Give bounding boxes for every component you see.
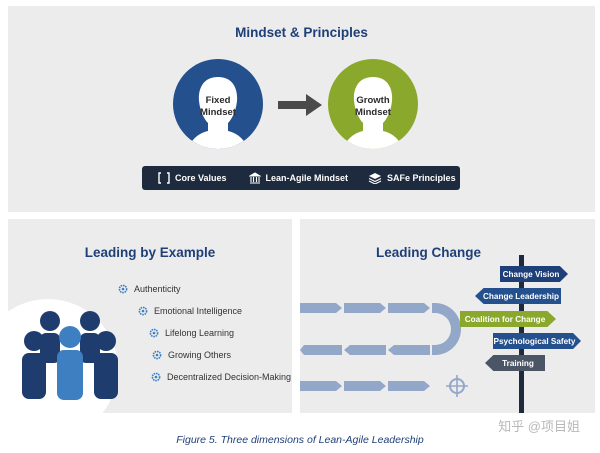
- gear-icon: [149, 328, 159, 338]
- figure-caption: Figure 5. Three dimensions of Lean-Agile…: [176, 434, 424, 446]
- target-marker-icon: [446, 375, 468, 397]
- core-item-mindset: Lean-Agile Mindset: [248, 172, 349, 184]
- stack-icon: [368, 173, 382, 184]
- gear-icon: [152, 350, 162, 360]
- item-label: Lifelong Learning: [165, 328, 235, 338]
- mindset-title: Mindset & Principles: [235, 25, 368, 40]
- fixed-label-line2: Mindset: [200, 107, 236, 118]
- sign-coalition-for-change: Coalition for Change: [460, 311, 556, 327]
- team-people-icon: [8, 299, 118, 413]
- sign-change-leadership: Change Leadership: [475, 288, 561, 304]
- core-values-label: Core Values: [175, 173, 227, 183]
- gear-icon: [118, 284, 128, 294]
- list-item-authenticity: Authenticity: [118, 284, 181, 294]
- item-label: Emotional Intelligence: [154, 306, 243, 316]
- fixed-mindset-circle: Fixed Mindset: [173, 59, 263, 149]
- sign-training: Training: [485, 355, 545, 371]
- transition-arrow-icon: [278, 94, 322, 116]
- fixed-label-line1: Fixed: [205, 95, 231, 106]
- house-icon: [248, 172, 261, 184]
- item-label: Authenticity: [134, 284, 181, 294]
- road-path-icon: [300, 303, 468, 397]
- sign-psychological-safety: Psychological Safety: [493, 333, 581, 349]
- sign-label: Training: [502, 358, 534, 368]
- watermark: 知乎 @项目姐: [498, 419, 580, 434]
- list-item-decentralized-decision-making: Decentralized Decision-Making: [151, 372, 291, 382]
- growth-mindset-circle: Growth Mindset: [328, 59, 418, 149]
- lean-agile-mindset-label: Lean-Agile Mindset: [265, 173, 349, 183]
- list-item-growing-others: Growing Others: [152, 350, 231, 360]
- mindset-panel: Mindset & Principles Fixed Mindset Growt…: [8, 6, 595, 212]
- gear-icon: [138, 306, 148, 316]
- leading-by-example-panel: Leading by Example Authenticity Emotiona…: [8, 219, 292, 413]
- growth-label-line1: Growth: [356, 95, 390, 106]
- list-item-lifelong-learning: Lifelong Learning: [149, 328, 234, 338]
- head-silhouette-icon: [187, 77, 249, 149]
- sign-label: Coalition for Change: [464, 314, 546, 324]
- core-item-principles: SAFe Principles: [368, 172, 456, 184]
- bracket-icon: [158, 172, 170, 184]
- gear-icon: [151, 372, 161, 382]
- item-label: Decentralized Decision-Making: [167, 372, 292, 382]
- sign-change-vision: Change Vision: [500, 266, 568, 282]
- leading-by-example-title: Leading by Example: [84, 245, 216, 260]
- sign-label: Change Leadership: [483, 291, 559, 301]
- sign-label: Change Vision: [502, 269, 560, 279]
- leading-change-title: Leading Change: [376, 245, 482, 260]
- core-item-values: Core Values: [158, 172, 227, 184]
- item-label: Growing Others: [168, 350, 232, 360]
- sign-label: Psychological Safety: [493, 336, 576, 346]
- head-silhouette-icon: [342, 77, 404, 149]
- growth-label-line2: Mindset: [355, 107, 391, 118]
- leading-change-panel: Leading Change Change Vision Change: [300, 219, 595, 413]
- safe-principles-label: SAFe Principles: [387, 173, 456, 183]
- core-values-bar: Core Values Lean-Agile Mindset SAFe Prin…: [142, 166, 460, 190]
- list-item-emotional-intelligence: Emotional Intelligence: [138, 306, 242, 316]
